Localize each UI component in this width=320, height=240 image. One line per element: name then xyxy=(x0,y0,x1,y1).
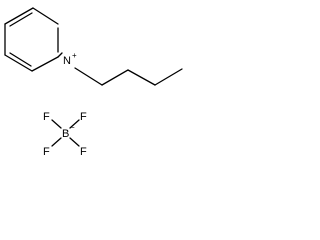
fluorine-atom-label-lower-left: F xyxy=(43,146,50,158)
chain-bond-c1-c2 xyxy=(101,69,129,86)
chain-bond-c3-c4 xyxy=(154,68,183,86)
butyl-chain xyxy=(74,67,183,86)
fluorine-atom-label-upper-right: F xyxy=(80,111,87,123)
nitrogen-charge-label: + xyxy=(72,51,77,60)
b-f-bond-upper-right xyxy=(69,119,80,129)
ring-bond-c5-c6 xyxy=(31,56,59,72)
ring-bond-c4-c5 xyxy=(4,54,33,72)
b-f-bond-lower-left xyxy=(51,137,62,147)
fluorine-atom-label-lower-right: F xyxy=(80,146,87,158)
boron-charge-label: − xyxy=(70,123,75,132)
chain-bond-c2-c3 xyxy=(127,69,156,86)
b-f-bond-lower-right xyxy=(69,137,80,147)
ring-bond-c6-n xyxy=(57,52,63,58)
pyridinium-ring xyxy=(4,7,63,72)
ring-double-bond-c4-c5 xyxy=(9,52,32,67)
chemical-structure: N + B − F F F F xyxy=(4,7,183,158)
tetrafluoroborate-anion: B − F F F F xyxy=(43,111,87,158)
nitrogen-atom-label: N xyxy=(63,55,71,67)
ring-bond-n-c2 xyxy=(32,7,59,25)
ring-bond-c2-c3 xyxy=(4,7,34,25)
ring-double-bond-c2-c3 xyxy=(9,12,33,27)
fluorine-atom-label-upper-left: F xyxy=(43,111,50,123)
chain-bond-n-c1 xyxy=(74,67,103,86)
boron-atom-label: B xyxy=(62,128,69,140)
b-f-bond-upper-left xyxy=(51,119,62,129)
